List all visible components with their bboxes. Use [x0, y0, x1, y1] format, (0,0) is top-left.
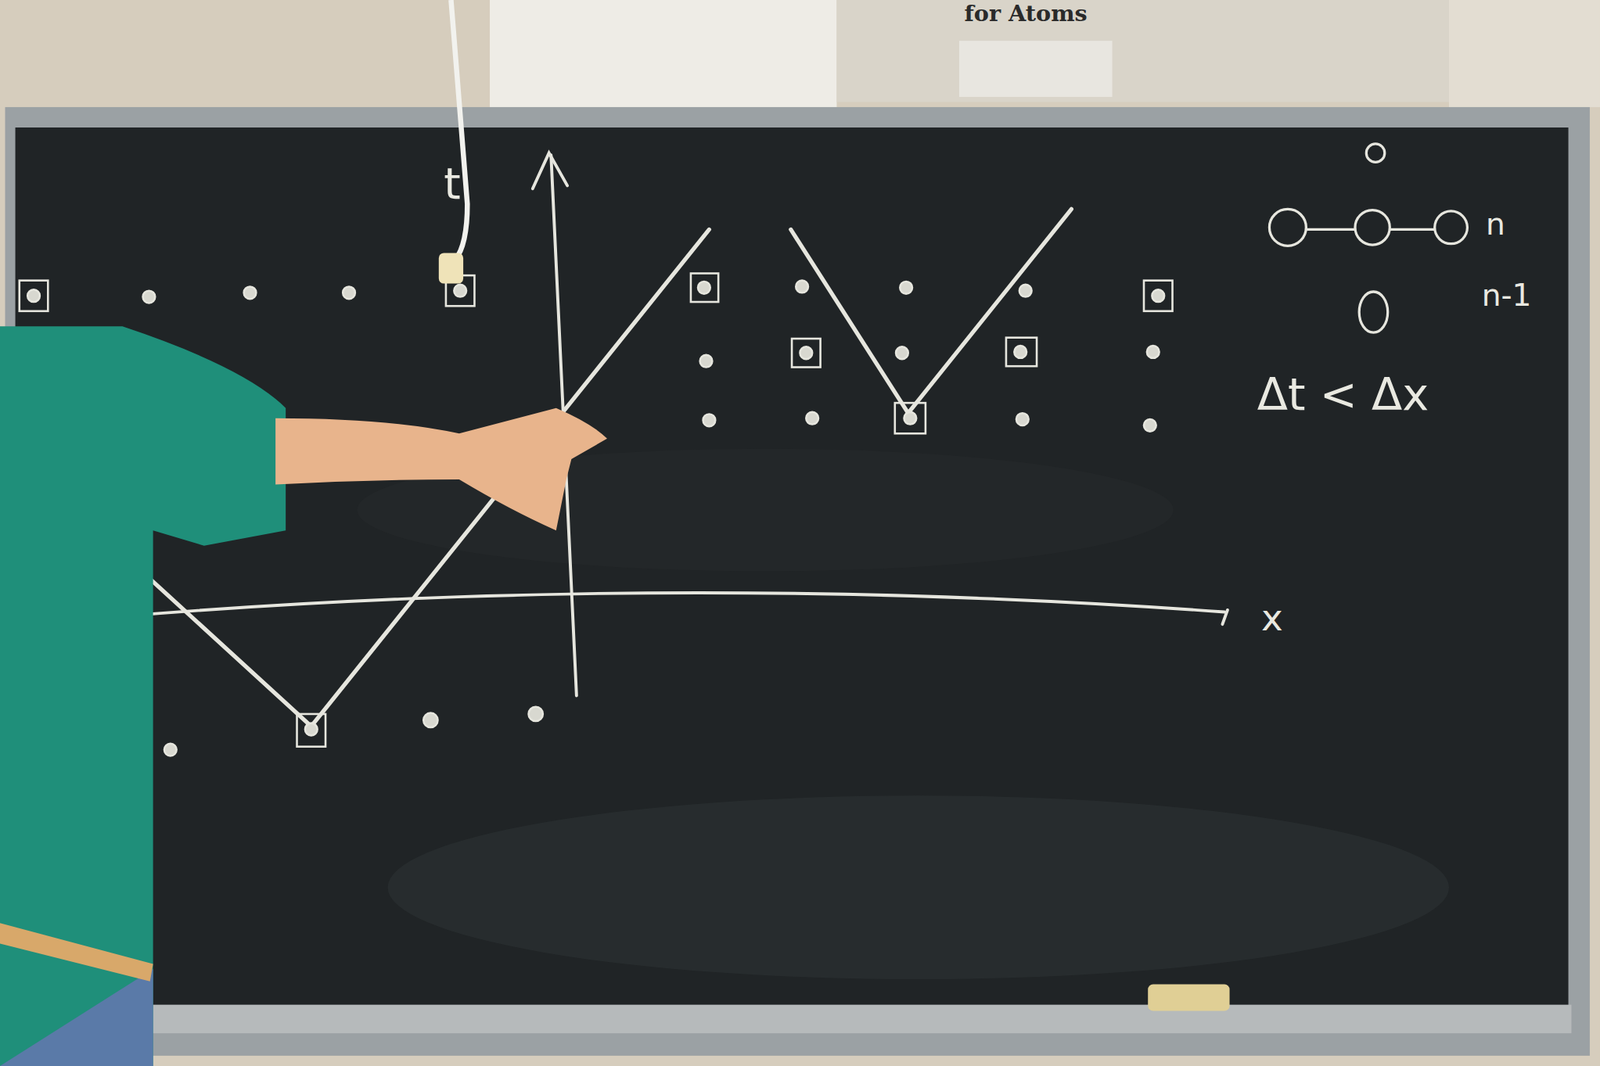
lecturer-arm	[0, 326, 608, 1066]
board-frame	[5, 107, 1590, 1057]
step-label: n	[1485, 208, 1506, 240]
cord	[438, 0, 468, 285]
condition-note: Δt < Δx	[1257, 372, 1430, 418]
step-label: n-1	[1481, 280, 1532, 312]
axis-label: t	[443, 163, 461, 207]
poster-heading: for Atoms	[963, 2, 1087, 26]
axis-label: x	[1261, 600, 1284, 637]
chalk-drawing	[97, 143, 1468, 727]
